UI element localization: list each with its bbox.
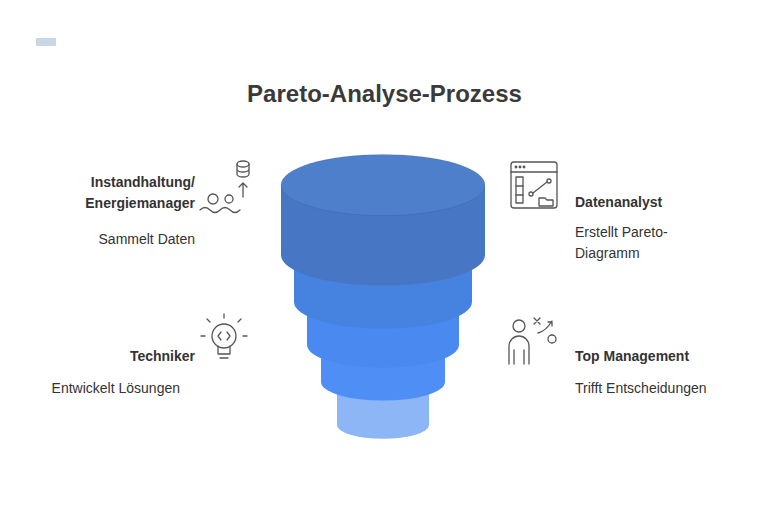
funnel-layer: [281, 154, 485, 285]
role-heading: Instandhaltung/ Energiemanager: [55, 172, 195, 214]
funnel: [281, 154, 485, 438]
role-heading: Top Management: [575, 346, 745, 367]
chart-window-icon: [511, 162, 557, 208]
title: Pareto-Analyse-Prozess: [0, 80, 769, 108]
role-task: Sammelt Daten: [55, 229, 195, 250]
role-heading: Techniker: [40, 346, 195, 367]
data-icon: [200, 161, 249, 213]
role-heading: Datenanalyst: [575, 192, 725, 213]
logo: [36, 38, 56, 46]
strategy-person-icon: [509, 318, 556, 364]
role-task: Trifft Entscheidungen: [575, 378, 755, 399]
role-task: Erstellt Pareto-Diagramm: [575, 222, 687, 264]
role-task: Entwickelt Lösungen: [20, 378, 180, 399]
lightbulb-icon: [201, 314, 247, 358]
